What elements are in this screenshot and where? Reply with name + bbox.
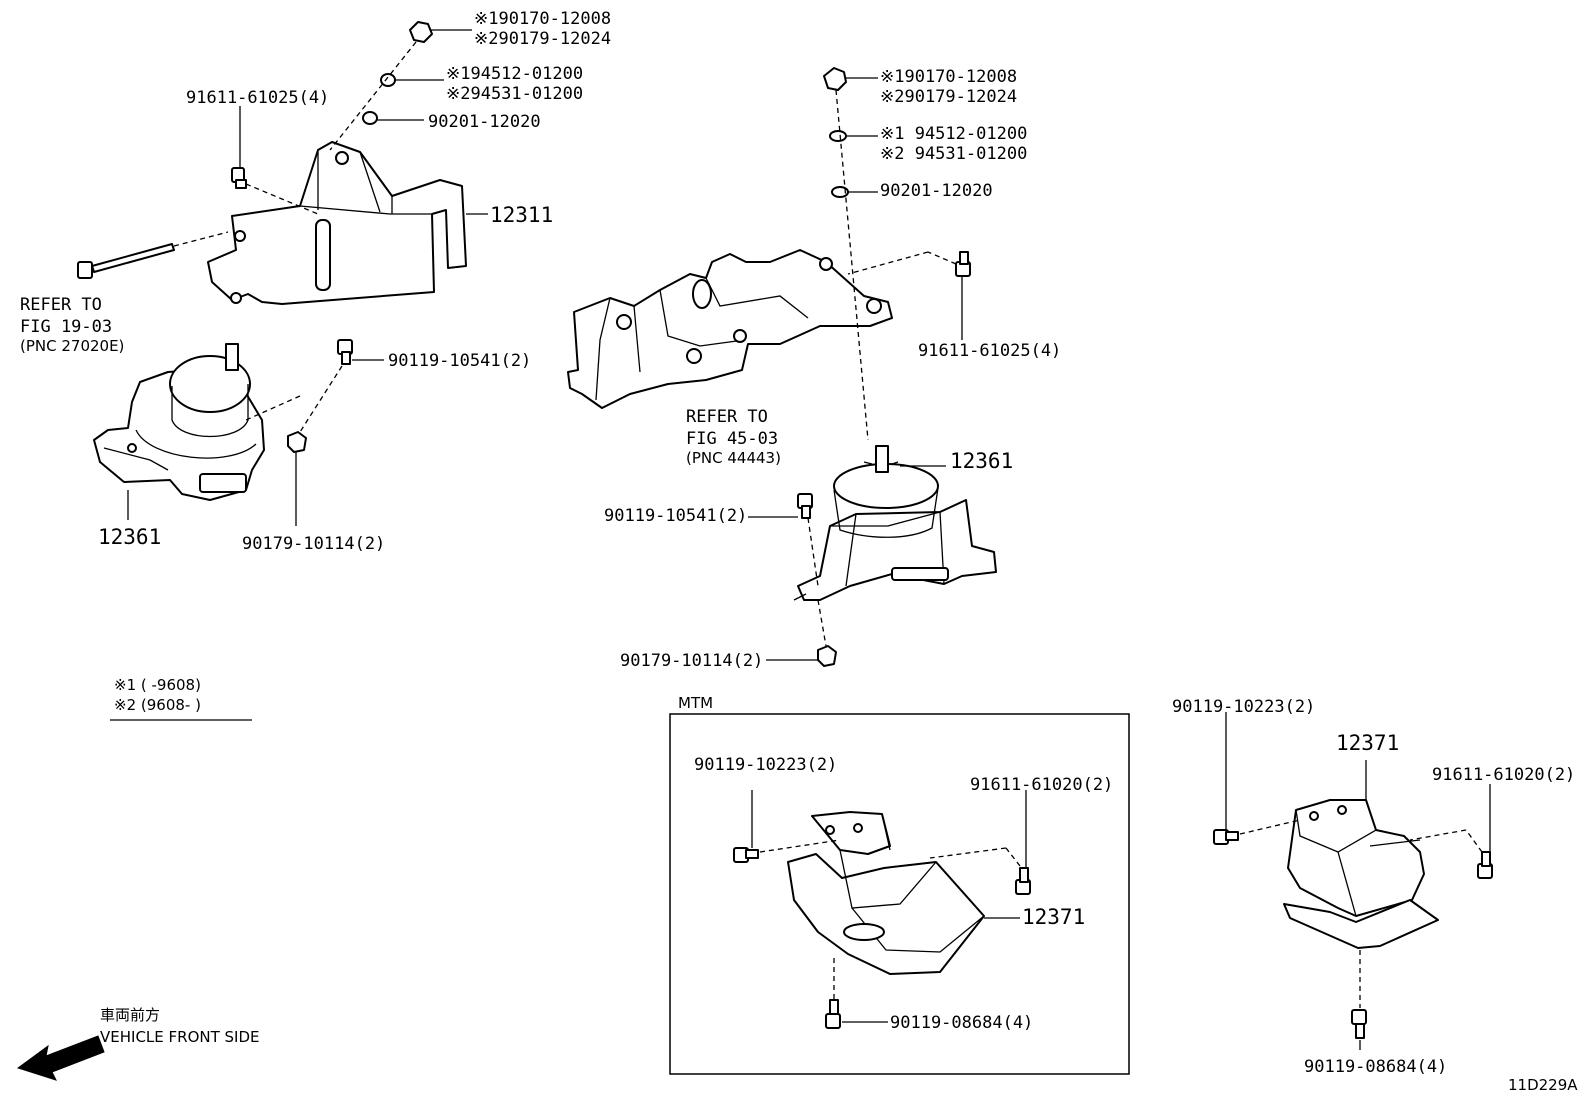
figure-id: 11D229A — [1508, 1076, 1578, 1094]
nut-upper-left — [362, 21, 433, 125]
label-refer-left-3: (PNC 27020E) — [20, 337, 124, 355]
note-1: ※1 ( -9608) — [114, 676, 201, 694]
label-center-washer-2: ※2 94531-01200 — [880, 144, 1027, 164]
label-bolt-90119-10223-right: 90119-10223(2) — [1172, 697, 1315, 717]
bolt-91611-61020-right — [1477, 851, 1493, 879]
trans-mount-right — [1283, 799, 1439, 949]
label-center-washer-3: 90201-12020 — [880, 181, 993, 201]
engine-mount-left — [93, 343, 265, 501]
label-bolt-90119-08684-mtm: 90119-08684(4) — [890, 1013, 1033, 1033]
bolt-91611-center — [955, 251, 971, 277]
label-bolt-91611-61020-mtm: 91611-61020(2) — [970, 775, 1113, 795]
label-upper-nut-1: ※190170-12008 — [474, 9, 611, 29]
label-upper-nut-2: ※290179-12024 — [474, 29, 611, 49]
label-nut-90179-center: 90179-10114(2) — [620, 651, 763, 671]
label-refer-left-1: REFER TO — [20, 295, 102, 315]
engine-mount-center — [797, 445, 997, 601]
label-mtm: MTM — [678, 694, 713, 712]
bolt-90119-10223-mtm — [733, 847, 759, 863]
bolt-90119-08684-right — [1351, 1009, 1367, 1039]
label-12311: 12311 — [490, 203, 553, 227]
bolt-90119-08684-mtm — [825, 999, 841, 1029]
label-bolt-91611-center: 91611-61025(4) — [918, 341, 1061, 361]
nut-90179-center — [817, 645, 837, 667]
note-2: ※2 (9608- ) — [114, 696, 201, 714]
label-bolt-91611-61020-right: 91611-61020(2) — [1432, 765, 1575, 785]
label-upper-washer-2: ※294531-01200 — [446, 84, 583, 104]
label-bolt-91611-left: 91611-61025(4) — [186, 88, 329, 108]
front-direction-arrow-icon — [16, 1035, 105, 1081]
bolt-90119-center — [797, 493, 813, 519]
label-center-nut-2: ※290179-12024 — [880, 87, 1017, 107]
bolt-91611-left — [231, 167, 247, 189]
label-12371-mtm: 12371 — [1022, 905, 1085, 929]
long-bolt — [77, 243, 175, 279]
mtm-box — [669, 713, 1130, 1075]
label-bolt-90119-10223-mtm: 90119-10223(2) — [694, 755, 837, 775]
label-bolt-90119-08684-right: 90119-08684(4) — [1304, 1057, 1447, 1077]
label-center-nut-1: ※190170-12008 — [880, 67, 1017, 87]
label-bolt-90119-center: 90119-10541(2) — [604, 506, 747, 526]
bolt-91611-61020-mtm — [1015, 867, 1031, 895]
nut-90179-left — [287, 431, 307, 453]
label-bolt-90119-left: 90119-10541(2) — [388, 351, 531, 371]
bracket-12311 — [207, 141, 467, 305]
label-center-washer-1: ※1 94512-01200 — [880, 124, 1027, 144]
bolt-90119-left — [337, 339, 353, 365]
label-refer-center-1: REFER TO — [686, 407, 768, 427]
label-nut-90179-left: 90179-10114(2) — [242, 534, 385, 554]
label-front-jp: 車両前方 — [100, 1006, 160, 1024]
label-front-en: VEHICLE FRONT SIDE — [100, 1028, 260, 1046]
label-12371-right: 12371 — [1336, 731, 1399, 755]
label-upper-washer-1: ※194512-01200 — [446, 64, 583, 84]
label-12361-left: 12361 — [98, 525, 161, 549]
label-refer-center-2: FIG 45-03 — [686, 429, 778, 449]
bolt-90119-10223-right — [1213, 829, 1239, 845]
label-refer-center-3: (PNC 44443) — [686, 449, 781, 467]
label-upper-washer-3: 90201-12020 — [428, 112, 541, 132]
nut-center — [823, 67, 849, 198]
label-refer-left-2: FIG 19-03 — [20, 317, 112, 337]
trans-mount-mtm — [787, 811, 985, 975]
label-12361-center: 12361 — [950, 449, 1013, 473]
bracket-center — [567, 249, 893, 409]
